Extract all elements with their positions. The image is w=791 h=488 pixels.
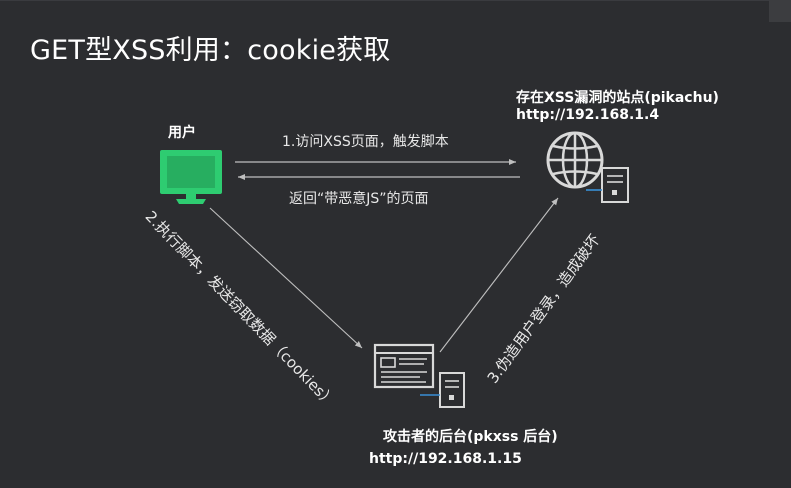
arrow-send <box>209 207 363 349</box>
browser-server-icon <box>373 343 465 408</box>
attacker-address: http://192.168.1.15 <box>369 451 522 467</box>
globe-server-icon <box>546 131 629 203</box>
edge-label-visit: 1.访问XSS页面，触发脚本 <box>282 134 449 150</box>
site-label: 存在XSS漏洞的站点(pikachu) <box>516 90 719 106</box>
attacker-label: 攻击者的后台(pkxss 后台) <box>383 429 558 445</box>
arrow-forge <box>439 197 559 353</box>
edge-label-return: 返回“带恶意JS”的页面 <box>289 191 429 207</box>
site-address: http://192.168.1.4 <box>516 107 660 123</box>
user-label: 用户 <box>168 125 196 141</box>
slide-title: GET型XSS利用：cookie获取 <box>30 35 391 66</box>
top-border <box>0 0 791 1</box>
corner-watermark <box>769 0 791 22</box>
monitor-icon <box>160 150 222 204</box>
